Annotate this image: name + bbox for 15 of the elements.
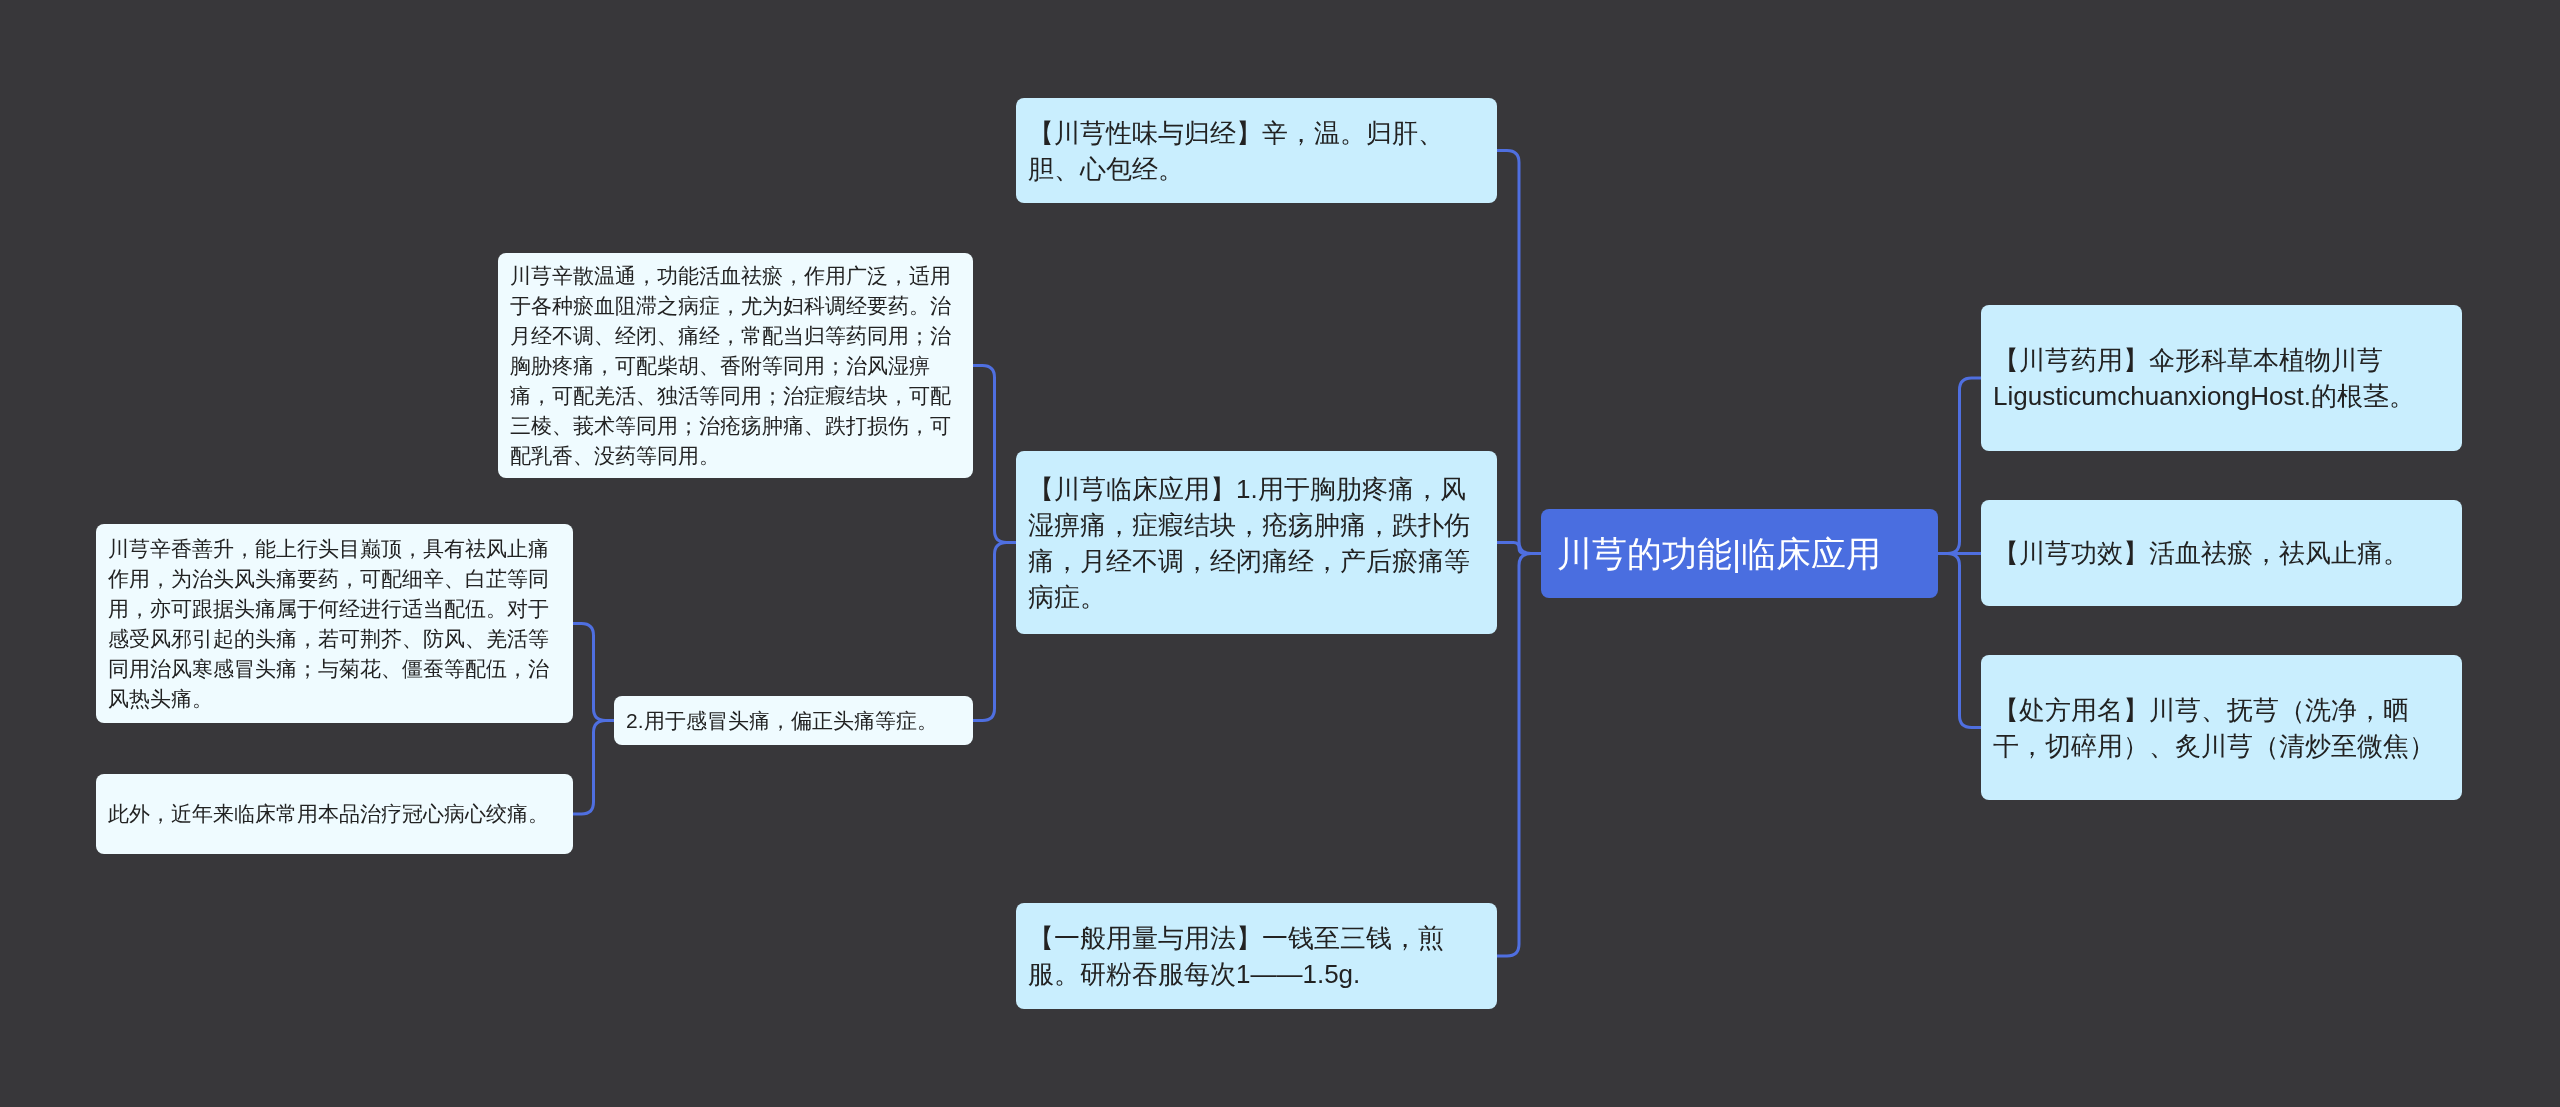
topic-box: 【川芎药用】伞形科草本植物川芎LigusticumchuanxiongHost.的根茎。: [1981, 305, 2462, 451]
subtopic-box: 川芎辛香善升，能上行头目巅顶，具有祛风止痛作用，为治头风头痛要药，可配细辛、白芷等同用，亦可跟据头痛属于何经进行适当配伍。对于感受风邪引起的头痛，若可荆芥、防风、羌活等同用治风寒感冒头痛；与菊花、僵蚕等配伍，治风热头痛。: [96, 524, 573, 723]
topic-box: 【川芎功效】活血祛瘀，祛风止痛。: [1981, 500, 2462, 606]
connector-line: [1938, 552, 1981, 729]
topic-box: 【一般用量与用法】一钱至三钱，煎服。研粉吞服每次1——1.5g.: [1016, 903, 1497, 1009]
connector-line: [973, 541, 1016, 722]
topic-box: 【处方用名】川芎、抚芎（洗净，晒干，切碎用）、炙川芎（清炒至微焦）: [1981, 655, 2462, 800]
central-topic: 川芎的功能|临床应用: [1541, 509, 1938, 598]
subtopic-box: 川芎辛散温通，功能活血祛瘀，作用广泛，适用于各种瘀血阻滞之病症，尤为妇科调经要药。治月经不调、经闭、痛经，常配当归等药同用；治胸胁疼痛，可配柴胡、香附等同用；治风湿痹痛，可配羌活、独活等同用；治症瘕结块，可配三棱、莪术等同用；治疮疡肿痛、跌打损伤，可配乳香、没药等同用。: [498, 253, 973, 478]
connector-line: [573, 719, 614, 816]
subtopic-box: 2.用于感冒头痛，偏正头痛等症。: [614, 696, 973, 745]
subtopic-box: 此外，近年来临床常用本品治疗冠心病心绞痛。: [96, 774, 573, 854]
connector-line: [1497, 552, 1541, 958]
topic-box: 【川芎性味与归经】辛，温。归肝、胆、心包经。: [1016, 98, 1497, 203]
topic-box: 【川芎临床应用】1.用于胸肋疼痛，风湿痹痛，症瘕结块，疮疡肿痛，跌扑伤痛，月经不调，经闭痛经，产后瘀痛等病症。: [1016, 451, 1497, 634]
